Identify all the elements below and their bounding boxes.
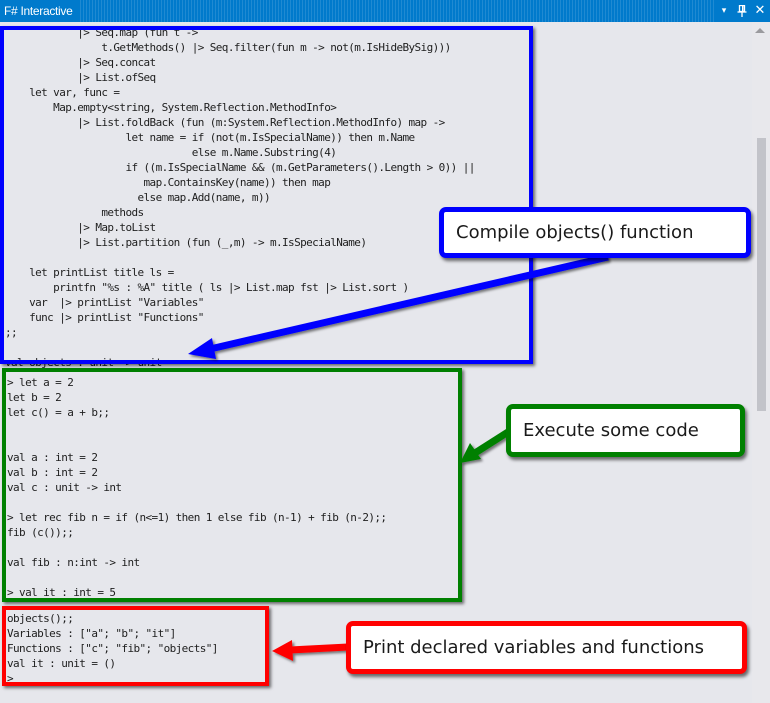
code-line: > let a = 2 <box>7 376 74 389</box>
print-highlight-box <box>2 606 269 686</box>
code-line: else m.Name.Substring(4) <box>5 146 337 159</box>
scrollbar-thumb[interactable] <box>757 138 766 411</box>
execute-highlight-box <box>2 368 462 602</box>
code-line: > let rec fib n = if (n<=1) then 1 else … <box>7 511 387 524</box>
execute-callout: Execute some code <box>506 404 745 457</box>
code-line: |> Seq.concat <box>5 56 156 69</box>
code-line: if ((m.IsSpecialName && (m.GetParameters… <box>5 161 475 174</box>
execute-code-block: > let a = 2 let b = 2 let c() = a + b;; val… <box>7 375 387 600</box>
vertical-scrollbar[interactable] <box>752 22 770 703</box>
code-line: val a : int = 2 <box>7 451 98 464</box>
code-line: val it : unit = () <box>7 657 116 670</box>
code-line: map.ContainsKey(name)) then map <box>5 176 331 189</box>
window-title: F# Interactive <box>0 0 79 22</box>
window-position-dropdown-icon[interactable]: ▾ <box>716 0 732 22</box>
scroll-up-arrow-icon[interactable] <box>755 28 765 33</box>
pin-icon[interactable] <box>734 0 750 22</box>
code-line: val b : int = 2 <box>7 466 98 479</box>
code-line: objects();; <box>7 612 74 625</box>
title-bar: F# Interactive ▾ ✕ <box>0 0 770 22</box>
code-line: let b = 2 <box>7 391 62 404</box>
code-line: > <box>7 672 14 685</box>
code-line: let var, func = <box>5 86 120 99</box>
code-line: fib (c());; <box>7 526 74 539</box>
code-line: else map.Add(name, m)) <box>5 191 270 204</box>
print-code-block: objects();; Variables : ["a"; "b"; "it"] F… <box>7 611 218 686</box>
code-line: val fib : n:int -> int <box>7 556 140 569</box>
code-line: t.GetMethods() |> Seq.filter(fun m -> no… <box>5 41 451 54</box>
code-line: ;; <box>5 326 18 339</box>
code-line: val c : unit -> int <box>7 481 122 494</box>
code-line: |> List.partition (fun (_,m) -> m.IsSpec… <box>5 236 367 249</box>
code-line: |> Seq.map (fun t -> <box>5 26 198 39</box>
compile-highlight-box <box>0 26 533 364</box>
code-line: |> List.ofSeq <box>5 71 156 84</box>
code-line: func |> printList "Functions" <box>5 311 204 324</box>
code-line: Map.empty<string, System.Reflection.Meth… <box>5 101 337 114</box>
code-line: let name = if (not(m.IsSpecialName)) the… <box>5 131 415 144</box>
code-line: let printList title ls = <box>5 266 174 279</box>
code-line: var |> printList "Variables" <box>5 296 204 309</box>
compile-callout: Compile objects() function <box>439 207 751 258</box>
code-line: |> List.foldBack (fun (m:System.Reflecti… <box>5 116 445 129</box>
code-line: methods <box>5 206 144 219</box>
code-line: |> Map.toList <box>5 221 156 234</box>
code-line: > val it : int = 5 <box>7 586 116 599</box>
code-line: let c() = a + b;; <box>7 406 110 419</box>
code-line: Functions : ["c"; "fib"; "objects"] <box>7 642 218 655</box>
code-line: Variables : ["a"; "b"; "it"] <box>7 627 176 640</box>
close-icon[interactable]: ✕ <box>752 0 768 22</box>
pin-glyph-icon <box>737 4 747 17</box>
print-callout: Print declared variables and functions <box>346 621 747 674</box>
